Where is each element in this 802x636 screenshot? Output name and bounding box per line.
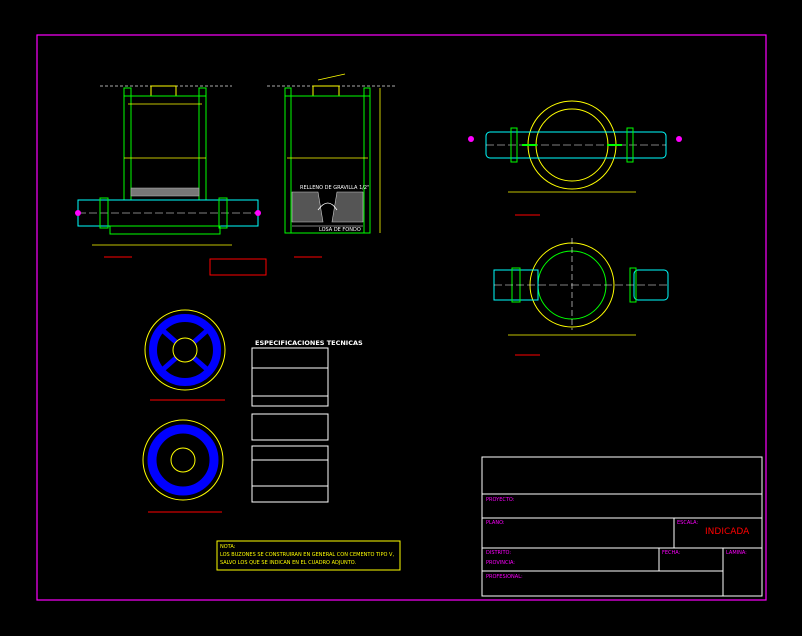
proyecto-label: PROYECTO: (486, 497, 515, 503)
note-title: NOTA: (220, 544, 236, 550)
plan-view-2 (493, 238, 669, 356)
title-block (481, 456, 763, 597)
fecha-label: FECHA: (662, 550, 681, 556)
manhole-elevation-1 (75, 85, 267, 276)
escala-label: ESCALA: (677, 520, 699, 526)
plano-label: PLANO: (486, 520, 505, 526)
sheet-frame (36, 34, 767, 601)
rebar-plan-1 (144, 309, 226, 401)
rebar-plan-2 (142, 419, 224, 513)
plan-view-1 (468, 100, 682, 216)
manhole-section-2 (267, 73, 395, 258)
provincia-label: PROVINCIA: (486, 560, 515, 566)
relleno-label: RELLENO DE GRAVILLA 1/2" (300, 185, 370, 191)
distrito-label: DISTRITO: (486, 550, 512, 556)
profesional-label: PROFESIONAL: (486, 574, 523, 580)
note-line-2: SALVO LOS QUE SE INDICAN EN EL CUADRO AD… (220, 560, 357, 566)
fondo-label: LOSA DE FONDO (319, 227, 361, 233)
specs-title: ESPECIFICACIONES TECNICAS (255, 339, 363, 347)
note-box (216, 540, 401, 571)
escala-value: INDICADA (705, 527, 750, 537)
spec-tables (251, 347, 329, 503)
lamina-label: LAMINA: (726, 550, 747, 556)
note-line-1: LOS BUZONES SE CONSTRUIRAN EN GENERAL CO… (220, 552, 395, 558)
